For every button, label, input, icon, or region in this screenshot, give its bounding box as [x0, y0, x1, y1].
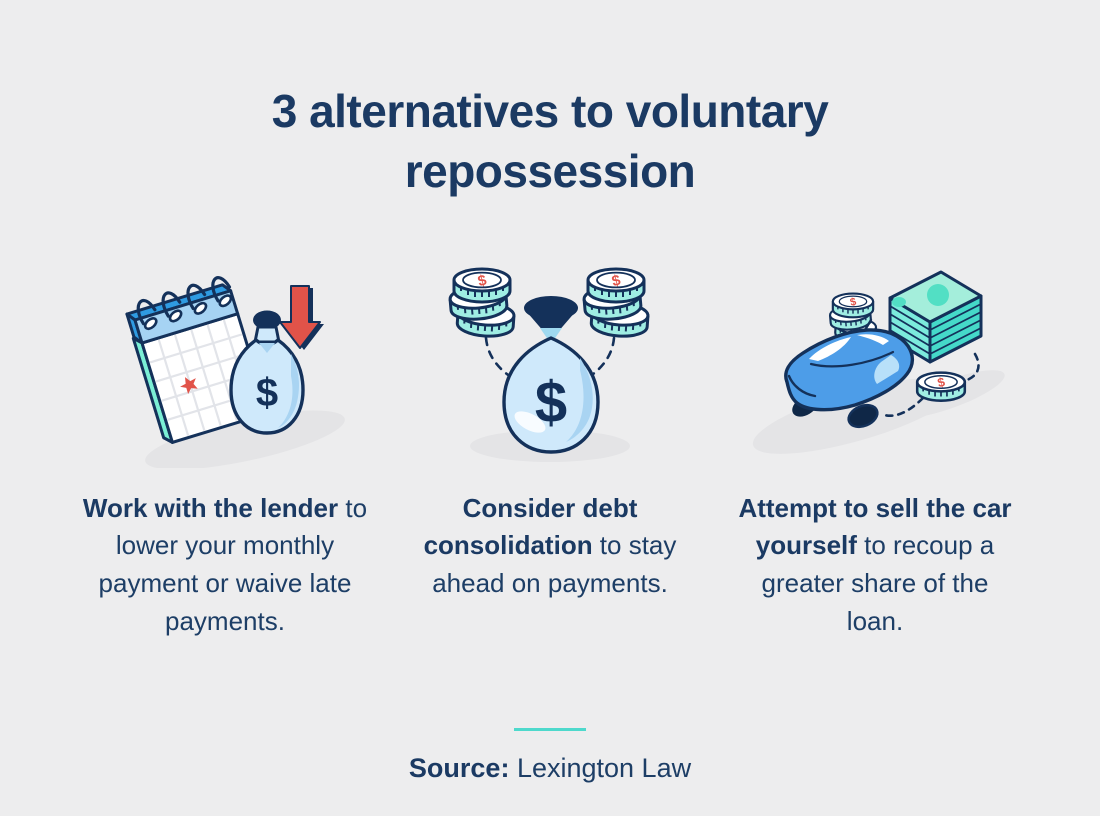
card-work-with-lender: $ Work with the lender to lower your mon… [70, 256, 380, 667]
shadow [145, 410, 345, 468]
card-sell-car: Attempt to sell the car yourself to reco… [720, 256, 1030, 667]
teal-divider [514, 728, 586, 732]
source-line: Source: Lexington Law [0, 753, 1100, 784]
illustration-1: $ [95, 256, 355, 470]
calendar-money-bag-down-arrow-icon: $ [125, 275, 345, 468]
illustration-3 [745, 256, 1005, 470]
card-text: Consider debt consolidation to stay ahea… [406, 490, 694, 603]
money-bag-icon: $ [229, 310, 305, 435]
money-bag-icon: $ [502, 295, 600, 454]
card-text-rest: to recoup a greater share of the loan. [761, 530, 995, 636]
cash-stack-icon [888, 270, 983, 364]
bag-dollar-glyph: $ [535, 370, 567, 435]
spiral-rings [136, 275, 233, 330]
card-text-bold: Attempt to sell the car yourself [738, 492, 1012, 561]
coin-icon [915, 370, 967, 402]
card-text-bold: Work with the lender [82, 492, 339, 523]
card-text: Attempt to sell the car yourself to reco… [731, 490, 1019, 641]
money-bag-coin-stacks-icon: $ [430, 256, 670, 462]
down-arrow-icon [279, 284, 324, 350]
card-debt-consolidation: $ Consider debt consolidation to stay ah… [395, 256, 705, 667]
card-text-rest: to lower your monthly payment or waive l… [98, 492, 368, 636]
illustration-2: $ [430, 256, 670, 470]
alternatives-row: $ Work with the lender to lower your mon… [70, 256, 1030, 667]
source-label: Source: [408, 753, 510, 784]
card-text-rest: to stay ahead on payments. [432, 530, 677, 598]
car-icon [784, 318, 915, 428]
card-text: Work with the lender to lower your month… [81, 490, 369, 641]
bag-dollar-glyph: $ [256, 371, 278, 415]
page-title: 3 alternatives to voluntary repossession [271, 85, 829, 197]
coin-stack-right-icon [583, 269, 649, 338]
card-text-bold: Consider debt consolidation [423, 492, 638, 561]
source-value: Lexington Law [516, 753, 692, 784]
star-date-mark [180, 376, 198, 394]
car-coins-cash-icon [752, 270, 1005, 454]
coin-stack-left-icon [449, 269, 515, 338]
